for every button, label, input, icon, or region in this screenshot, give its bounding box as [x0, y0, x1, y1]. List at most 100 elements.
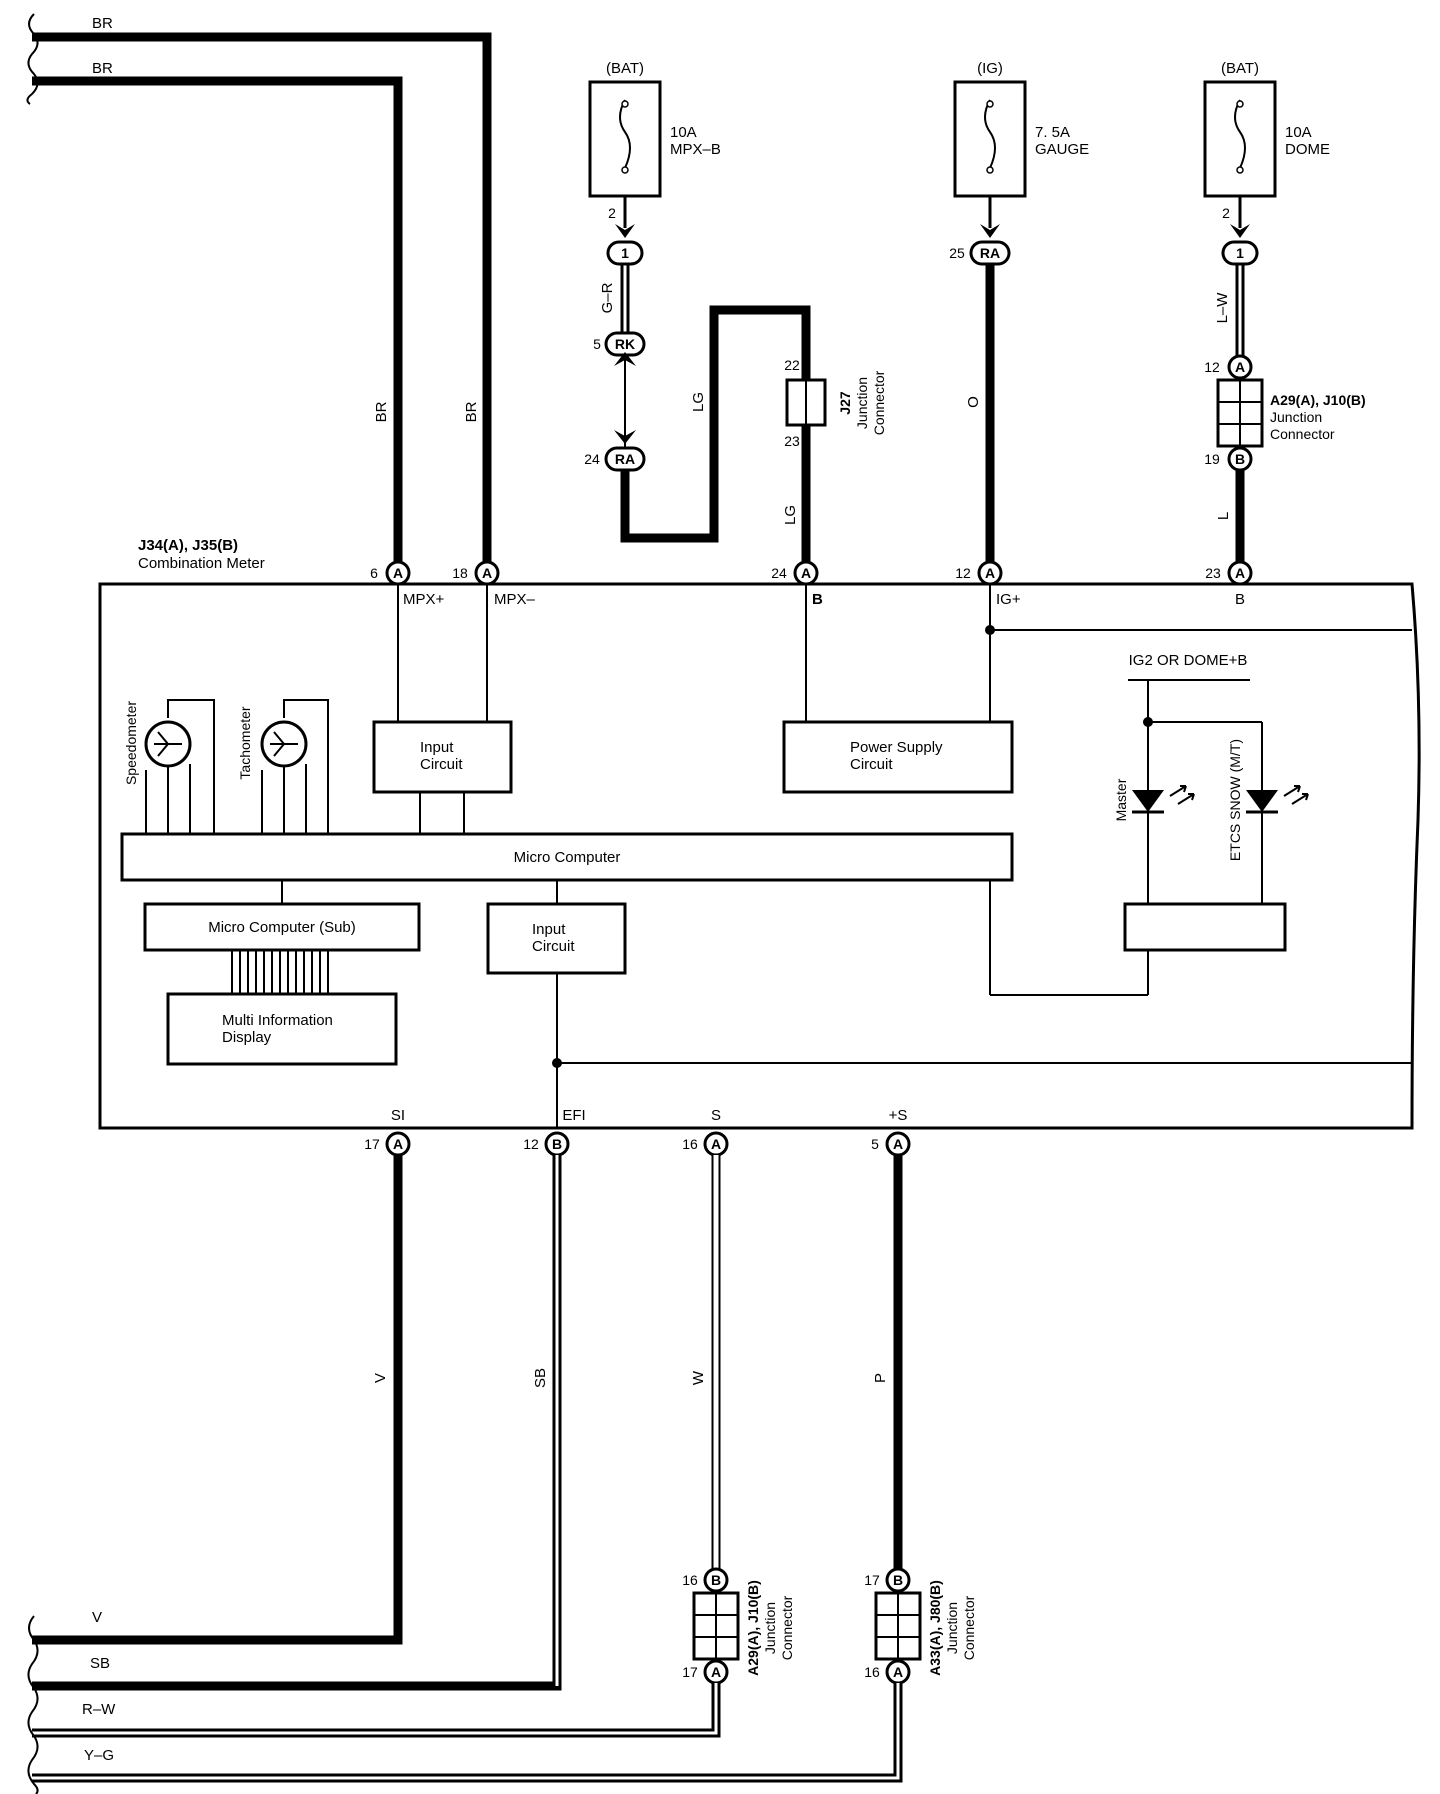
- left-wire-label-bot3: R–W: [82, 1701, 116, 1718]
- meter-bot-pin-16: S A 16: [682, 1107, 729, 1157]
- j27-pin-bot: 23: [784, 433, 800, 449]
- multi-information-display: Multi Information Display: [166, 992, 398, 1066]
- pin-number: 23: [1205, 565, 1221, 581]
- a29top-pin-top: 12: [1204, 359, 1220, 375]
- input-circuit-1-line1: Input: [420, 739, 454, 756]
- led-etcs-snow: ETCS SNOW (M/T): [1227, 739, 1309, 861]
- v-wire: [32, 1155, 403, 1645]
- conn-a29-bottom: B 16 A 17 A29(A), J10(B) Junction Connec…: [682, 1567, 795, 1685]
- input-circuit-2-line2: Circuit: [532, 938, 575, 955]
- conn-rk: RK 5: [593, 331, 646, 357]
- input-circuit-1-line2: Circuit: [420, 756, 463, 773]
- meter-name1: J34(A), J35(B): [138, 537, 238, 554]
- pin-letter: A: [1235, 565, 1245, 581]
- fuse3-rating: 10A: [1285, 124, 1312, 141]
- fuse2-rating: 7. 5A: [1035, 124, 1070, 141]
- pin-letter: A: [985, 565, 995, 581]
- pin-letter: A: [711, 1136, 721, 1152]
- combination-meter-box: [98, 582, 1421, 1130]
- fuse1-name: MPX–B: [670, 141, 721, 158]
- meter-bot-pin-17: SI A 17: [364, 1107, 411, 1157]
- speedometer-label: Speedometer: [123, 701, 139, 785]
- pin-letter: B: [552, 1136, 562, 1152]
- meter-name2: Combination Meter: [138, 555, 265, 572]
- micro-computer: Micro Computer: [120, 832, 1014, 882]
- fuse2-source: (IG): [977, 60, 1003, 77]
- conn-rk-label: RK: [615, 336, 635, 352]
- junction-dot-ig: [985, 625, 995, 635]
- pin-signal: S: [711, 1107, 721, 1124]
- a29bot-pin-top: 16: [682, 1572, 698, 1588]
- wire-color-lg2: LG: [782, 505, 799, 525]
- tachometer-gauge: Tachometer: [237, 699, 329, 834]
- micro-computer-sub-label: Micro Computer (Sub): [208, 919, 356, 936]
- conn-j27: 22 23 J27 Junction Connector: [784, 357, 887, 449]
- br-wire-left-1: [32, 32, 492, 573]
- wire-color-p: P: [872, 1373, 889, 1383]
- conn-ra24-pin: 24: [584, 451, 600, 467]
- fuse-dome: (BAT) 10A DOME 2: [1203, 60, 1330, 238]
- pin-letter: A: [893, 1136, 903, 1152]
- yg-wire: [32, 1683, 903, 1783]
- fuse1-rating: 10A: [670, 124, 697, 141]
- led-master: Master: [1113, 778, 1195, 821]
- rk-ra-jumper: [614, 352, 636, 448]
- junction-dot-efi: [552, 1058, 562, 1068]
- j27-name: J27: [837, 391, 853, 415]
- led-master-label: Master: [1113, 778, 1129, 821]
- pin-signal: SI: [391, 1107, 405, 1124]
- pin-number: 18: [452, 565, 468, 581]
- pin-number: 16: [682, 1136, 698, 1152]
- ig2-label: IG2 OR DOME+B: [1129, 652, 1248, 669]
- wire-color-gr: G–R: [599, 282, 616, 313]
- wire-color-v: V: [372, 1373, 389, 1383]
- fuse3-name: DOME: [1285, 141, 1330, 158]
- fuse-gauge: (IG) 7. 5A GAUGE: [953, 60, 1089, 238]
- power-supply-line1: Power Supply: [850, 739, 943, 756]
- input-circuit-2-line1: Input: [532, 921, 566, 938]
- a29top-letter-bot: B: [1235, 451, 1245, 467]
- pin-signal: IG+: [996, 591, 1021, 608]
- power-supply-line2: Circuit: [850, 756, 893, 773]
- pin-number: 12: [955, 565, 971, 581]
- a29bot-letter-top: B: [711, 1572, 721, 1588]
- pin-signal: +S: [889, 1107, 908, 1124]
- left-wire-label-bot2: SB: [90, 1655, 110, 1672]
- j27-pin-top: 22: [784, 357, 800, 373]
- fuse3-source: (BAT): [1221, 60, 1259, 77]
- meter-bot-pin-5: +S A 5: [871, 1107, 911, 1157]
- pin-signal: B: [1235, 591, 1245, 608]
- pin-signal: B: [812, 591, 823, 608]
- pin-signal: MPX–: [494, 591, 536, 608]
- fuse1-source: (BAT): [606, 60, 644, 77]
- pin-number: 12: [523, 1136, 539, 1152]
- a29bot-pin-bot: 17: [682, 1664, 698, 1680]
- pin-number: 17: [364, 1136, 380, 1152]
- a29bot-desc1: Junction: [762, 1602, 778, 1654]
- wire-color-l: L: [1215, 512, 1232, 520]
- pin-number: 5: [871, 1136, 879, 1152]
- internal-wiring: [281, 584, 1412, 1128]
- conn-ra25-label: RA: [980, 245, 1000, 261]
- a29bot-desc2: Connector: [779, 1595, 795, 1660]
- a29top-desc2: Connector: [1270, 426, 1335, 442]
- a29top-pin-bot: 19: [1204, 451, 1220, 467]
- power-supply-circuit: Power Supply Circuit: [782, 720, 1014, 794]
- a29top-letter-top: A: [1235, 359, 1245, 375]
- conn-a29-top: A 12 B 19 A29(A), J10(B) Junction Connec…: [1204, 354, 1366, 472]
- left-wire-label-top1: BR: [92, 15, 113, 32]
- pin-signal: MPX+: [403, 591, 445, 608]
- j27-desc2: Connector: [871, 370, 887, 435]
- fuse3-pin: 2: [1222, 205, 1230, 221]
- junction-dot-led: [1143, 717, 1153, 727]
- wire-color-lg1: LG: [690, 392, 707, 412]
- sb-wire: [32, 1155, 562, 1691]
- conn-1-mpxb-label: 1: [621, 245, 629, 261]
- left-wire-label-bot1: V: [92, 1609, 102, 1626]
- break-mark-top: [26, 13, 39, 105]
- micro-computer-label: Micro Computer: [514, 849, 621, 866]
- j27-desc1: Junction: [854, 377, 870, 429]
- speedometer-gauge: Speedometer: [123, 699, 215, 834]
